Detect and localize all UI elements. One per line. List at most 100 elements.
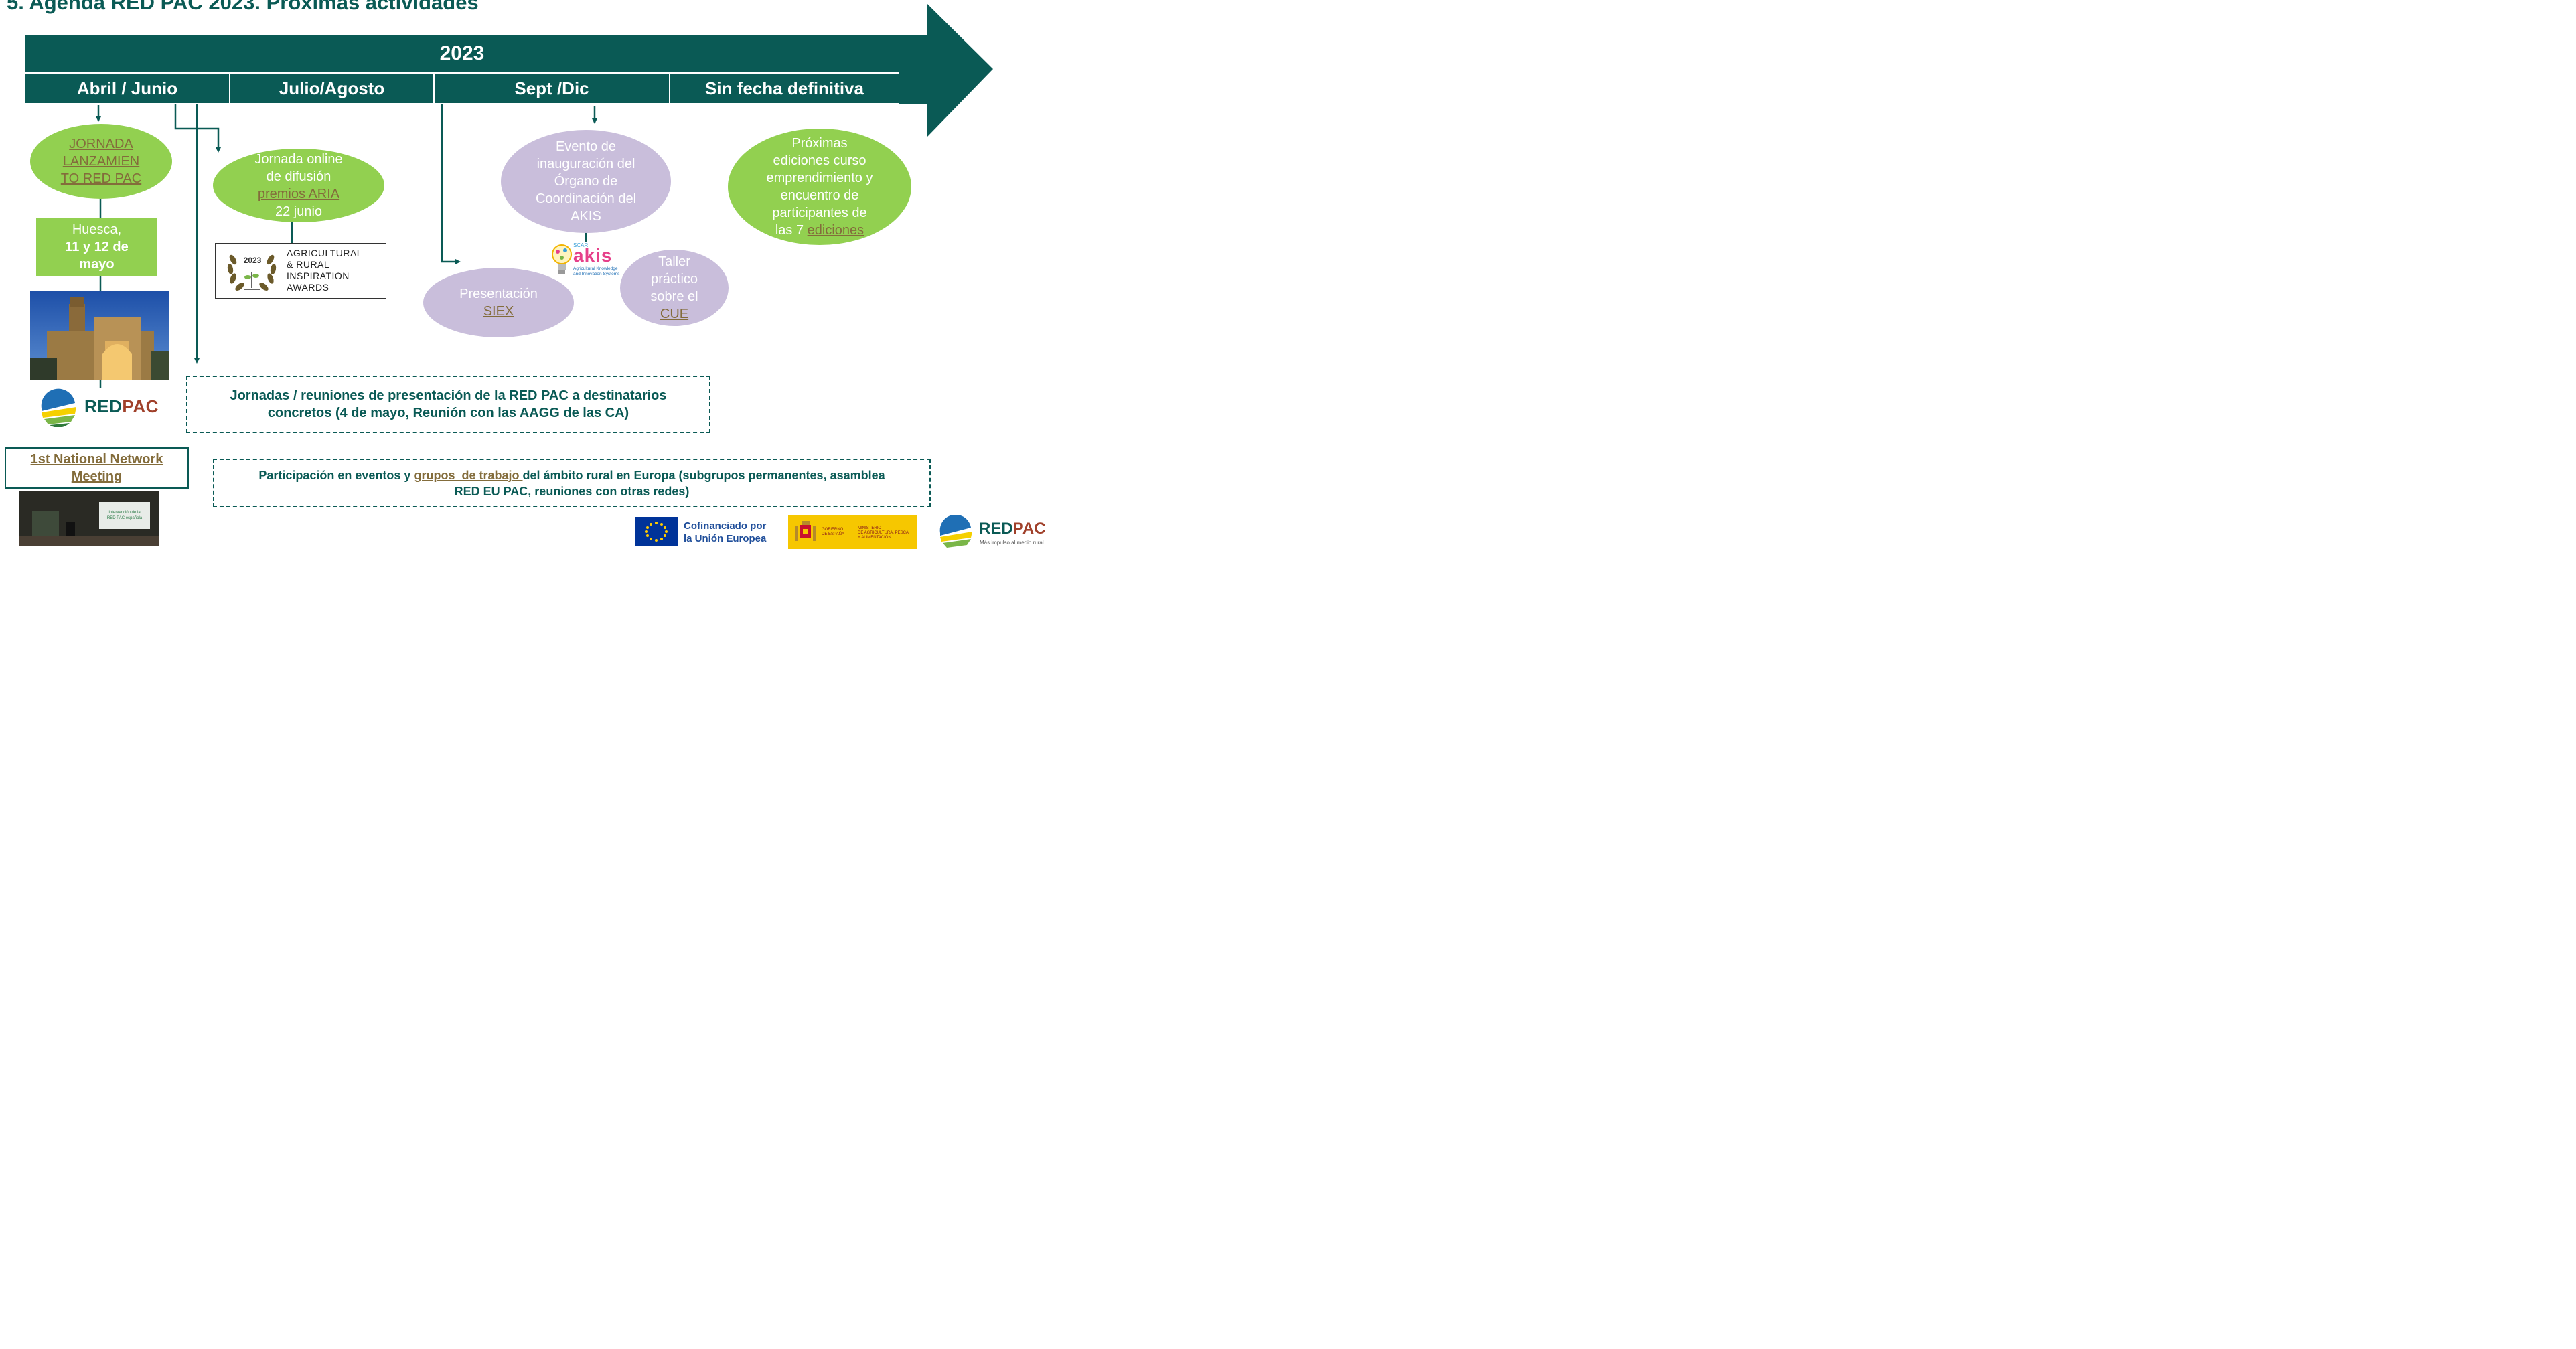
timeline-arrowhead bbox=[899, 3, 993, 137]
grupos-trabajo-link[interactable]: grupos de trabajo bbox=[414, 468, 523, 482]
ministerio-line: MINISTERIO bbox=[858, 526, 882, 530]
projection-screen: Intervención de la RED PAC española bbox=[99, 502, 150, 529]
jornadas-line: concretos (4 de mayo, Reunión con las AA… bbox=[267, 406, 629, 420]
page-title: 5. Agenda RED PAC 2023. Próximas activid… bbox=[7, 0, 479, 14]
conference-photo: Intervención de la RED PAC española bbox=[19, 491, 159, 546]
aria-year: 2023 bbox=[243, 256, 262, 265]
spain-coat-of-arms-icon bbox=[795, 521, 816, 541]
ministerio-logo: GOBIERNO DE ESPAÑA MINISTERIO DE AGRICUL… bbox=[788, 515, 917, 549]
jornadas-line: Jornadas / reuniones de presentación de … bbox=[230, 388, 667, 403]
proximas-line: ediciones curso bbox=[773, 153, 866, 168]
jornada-online-line: Jornada online bbox=[254, 152, 343, 167]
timeline-year-bar: 2023 bbox=[25, 35, 899, 72]
national-network-link[interactable]: Meeting bbox=[71, 469, 123, 484]
period-sin-fecha: Sin fecha definitiva bbox=[670, 74, 899, 103]
aria-text-line: INSPIRATION bbox=[287, 270, 350, 281]
akis-event-line: Evento de bbox=[555, 139, 617, 154]
huesca-cathedral-photo bbox=[30, 291, 169, 380]
taller-line: Taller bbox=[658, 254, 690, 269]
period-sept-dic: Sept /Dic bbox=[435, 74, 669, 103]
proximas-line: encuentro de bbox=[780, 188, 859, 203]
period-abril-junio: Abril / Junio bbox=[25, 74, 229, 103]
footer-redpac-red: RED bbox=[979, 520, 1013, 538]
footer-tagline: Más impulso al medio rural bbox=[980, 540, 1044, 546]
premios-aria-link[interactable]: premios ARIA bbox=[257, 187, 340, 202]
taller-cue-oval: Taller práctico sobre el CUE bbox=[620, 250, 729, 326]
akis-subtitle-line: Agricultural Knowledge bbox=[573, 266, 618, 271]
footer-redpac-wordmark: REDPAC bbox=[979, 520, 1046, 538]
akis-word: akis bbox=[573, 245, 613, 266]
footer-redpac-logo: REDPAC Más impulso al medio rural bbox=[937, 515, 1050, 550]
akis-subtitle: Agricultural Knowledge and Innovation Sy… bbox=[573, 266, 619, 277]
proximas-prefix: las 7 bbox=[775, 223, 808, 238]
akis-event-line: Órgano de bbox=[554, 174, 618, 189]
akis-logo: SCAR akis Agricultural Knowledge and Inn… bbox=[550, 241, 624, 279]
akis-event-line: inauguración del bbox=[536, 157, 635, 171]
redpac-emblem-icon bbox=[939, 515, 972, 548]
aria-awards-logo: 2023 AGRICULTURAL & RURAL INSPIRATION AW… bbox=[215, 243, 386, 299]
footer-redpac-pac: PAC bbox=[1012, 520, 1046, 538]
participacion-eventos-box: Participación en eventos y grupos de tra… bbox=[213, 459, 931, 507]
eu-text-line: Cofinanciado por bbox=[684, 520, 767, 532]
redpac-emblem-icon bbox=[40, 388, 76, 427]
jornada-lanzamiento-oval[interactable]: JORNADA LANZAMIEN TO RED PAC bbox=[30, 124, 172, 199]
jornada-lanzamiento-line[interactable]: TO RED PAC bbox=[60, 171, 142, 186]
proximas-line: emprendimiento y bbox=[766, 171, 873, 185]
proximas-last-line: las 7 ediciones bbox=[775, 222, 864, 239]
gobierno-line: GOBIERNO bbox=[822, 528, 844, 532]
participacion-prefix: Participación en eventos y bbox=[258, 468, 414, 482]
participacion-line2: RED EU PAC, reuniones con otras redes) bbox=[454, 484, 690, 498]
taller-line: sobre el bbox=[650, 289, 698, 304]
lightbulb-icon bbox=[552, 244, 572, 274]
akis-scar: SCAR bbox=[573, 242, 589, 248]
national-network-link[interactable]: 1st National Network bbox=[30, 452, 163, 467]
aria-text-line: & RURAL bbox=[287, 259, 330, 270]
jornadas-presentacion-box: Jornadas / reuniones de presentación de … bbox=[186, 376, 710, 433]
akis-event-line: Coordinación del bbox=[535, 191, 637, 206]
period-julio-agosto: Julio/Agosto bbox=[230, 74, 433, 103]
audience-row bbox=[19, 536, 159, 546]
aria-text-line: AGRICULTURAL bbox=[287, 248, 363, 258]
gobierno-text: GOBIERNO DE ESPAÑA bbox=[822, 528, 844, 537]
laurel-wreath-icon bbox=[227, 254, 277, 291]
proximas-line: Próximas bbox=[791, 136, 848, 151]
siex-oval: Presentación SIEX bbox=[423, 268, 574, 337]
eu-text-line: la Unión Europea bbox=[684, 533, 767, 544]
redpac-pac: PAC bbox=[122, 396, 159, 416]
participacion-suffix: del ámbito rural en Europa (subgrupos pe… bbox=[522, 468, 885, 482]
huesca-city: Huesca, bbox=[72, 222, 122, 237]
huesca-month: mayo bbox=[79, 257, 115, 272]
timeline-connectors bbox=[96, 3, 993, 388]
eu-flag-icon bbox=[635, 517, 678, 546]
proximas-line: participantes de bbox=[772, 206, 867, 220]
proximas-ediciones-oval: Próximas ediciones curso emprendimiento … bbox=[728, 129, 911, 245]
projection-text: RED PAC española bbox=[106, 516, 143, 520]
jornada-online-oval: Jornada online de difusión premios ARIA … bbox=[213, 149, 384, 222]
huesca-date-box: Huesca, 11 y 12 de mayo bbox=[36, 218, 157, 276]
jornada-online-line: de difusión bbox=[266, 169, 331, 184]
aria-text: AGRICULTURAL & RURAL INSPIRATION AWARDS bbox=[287, 248, 362, 293]
participacion-line1: Participación en eventos y grupos de tra… bbox=[258, 467, 885, 483]
akis-event-oval: Evento de inauguración del Órgano de Coo… bbox=[501, 130, 671, 233]
jornada-lanzamiento-line[interactable]: LANZAMIEN bbox=[62, 154, 140, 169]
redpac-red: RED bbox=[84, 396, 123, 416]
akis-event-line: AKIS bbox=[571, 209, 601, 224]
projection-text: Intervención de la bbox=[108, 511, 141, 515]
cue-link[interactable]: CUE bbox=[660, 307, 689, 321]
jornada-online-date: 22 junio bbox=[275, 204, 323, 219]
akis-subtitle-line: and Innovation Systems bbox=[573, 272, 620, 276]
siex-link[interactable]: SIEX bbox=[483, 304, 514, 319]
eu-cofinanciado-text: Cofinanciado por la Unión Europea bbox=[684, 520, 766, 545]
ediciones-link[interactable]: ediciones bbox=[807, 223, 864, 238]
aria-text-line: AWARDS bbox=[287, 282, 329, 293]
siex-line: Presentación bbox=[459, 287, 538, 301]
huesca-dates: 11 y 12 de bbox=[65, 240, 129, 254]
redpac-logo: REDPAC bbox=[37, 388, 165, 427]
ministerio-line: DE AGRICULTURA, PESCA bbox=[858, 531, 909, 535]
taller-line: práctico bbox=[650, 272, 698, 287]
gobierno-line: DE ESPAÑA bbox=[822, 532, 844, 536]
ministerio-text: MINISTERIO DE AGRICULTURA, PESCA Y ALIME… bbox=[858, 526, 909, 540]
jornada-lanzamiento-line[interactable]: JORNADA bbox=[69, 137, 133, 151]
ministerio-line: Y ALIMENTACIÓN bbox=[858, 536, 891, 540]
national-network-box[interactable]: 1st National Network Meeting bbox=[5, 447, 189, 489]
